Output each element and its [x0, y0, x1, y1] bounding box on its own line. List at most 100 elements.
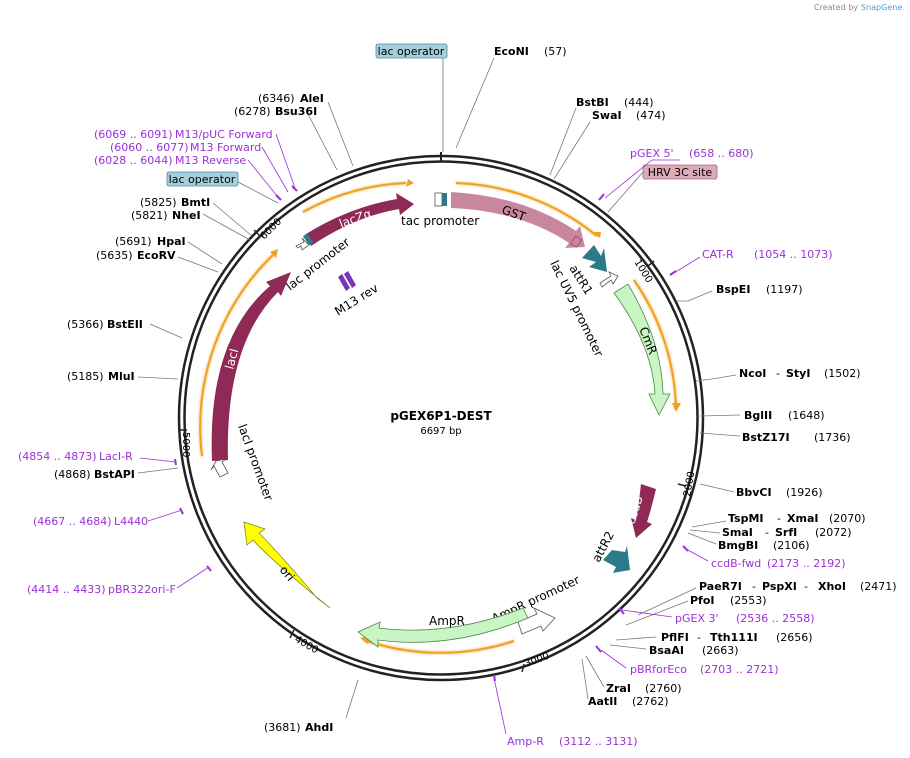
site-bbvci[interactable]: BbvCI (1926): [699, 483, 823, 499]
feature-laci[interactable]: [211, 272, 291, 461]
feature-lac-operator-top[interactable]: [442, 193, 447, 206]
site-bstz17i[interactable]: BstZ17I (1736): [699, 431, 851, 444]
svg-text:(1197): (1197): [766, 283, 803, 296]
primer-l4440[interactable]: (4667 .. 4684) L4440: [33, 507, 184, 528]
box-hrv-site-label: HRV 3C site: [648, 166, 713, 179]
primer-m13-reverse[interactable]: (6028 .. 6044) M13 Reverse: [94, 154, 282, 201]
svg-text:ccdB-fwd: ccdB-fwd: [711, 557, 761, 570]
svg-text:pGEX 5': pGEX 5': [630, 147, 674, 160]
svg-text:EcoRV: EcoRV: [137, 249, 176, 262]
site-alei[interactable]: (6346) AleI: [258, 92, 354, 167]
site-bsaai[interactable]: BsaAI (2663): [609, 644, 739, 657]
svg-text:(6069 .. 6091): (6069 .. 6091): [94, 128, 173, 141]
feature-label-m13-rev: M13 rev: [332, 281, 381, 319]
svg-text:BmgBI: BmgBI: [718, 539, 758, 552]
site-aatii[interactable]: AatII (2762): [581, 658, 669, 708]
site-bspei[interactable]: BspEI (1197): [676, 283, 803, 302]
feature-ori[interactable]: [243, 521, 331, 609]
feature-tac-promoter-arrow[interactable]: [434, 192, 443, 207]
site-bmti[interactable]: (5825) BmtI: [140, 196, 253, 237]
svg-text:Bsu36I: Bsu36I: [275, 105, 317, 118]
tick-6000: [253, 229, 261, 237]
site-hpai[interactable]: (5691) HpaI: [115, 235, 223, 265]
primer-m13-forward[interactable]: (6060 .. 6077) M13 Forward: [110, 141, 289, 193]
svg-text:SmaI: SmaI: [722, 526, 753, 539]
primer-pgex3[interactable]: pGEX 3' (2536 .. 2558): [618, 607, 815, 625]
site-bsu36i[interactable]: (6278) Bsu36I: [234, 105, 338, 171]
box-lac-operator-left[interactable]: [166, 171, 239, 187]
primer-cat-r[interactable]: CAT-R (1054 .. 1073): [669, 248, 833, 276]
feature-m13-rev[interactable]: [338, 271, 356, 291]
svg-text:-: -: [752, 580, 756, 593]
svg-text:(1736): (1736): [814, 431, 851, 444]
site-mlui[interactable]: (5185) MluI: [67, 370, 179, 383]
svg-text:(2471): (2471): [860, 580, 897, 593]
svg-text:-: -: [804, 580, 808, 593]
tick-label-2000: 2000: [682, 471, 697, 498]
svg-text:HpaI: HpaI: [157, 235, 186, 248]
svg-text:M13 Forward: M13 Forward: [190, 141, 261, 154]
feature-ampr-promoter[interactable]: [517, 607, 556, 635]
svg-text:(3112 .. 3131): (3112 .. 3131): [559, 735, 638, 748]
tick-1000: [647, 260, 655, 267]
svg-text:(2760): (2760): [645, 682, 682, 695]
svg-text:(5185): (5185): [67, 370, 104, 383]
svg-text:(3681): (3681): [264, 721, 301, 734]
feature-label-laci: lacI: [222, 347, 241, 371]
feature-lacza[interactable]: [306, 193, 414, 246]
tick-label-6000: 6000: [258, 216, 284, 242]
feature-lac-operator-left[interactable]: [302, 233, 314, 246]
site-bmgbi[interactable]: BmgBI (2106): [687, 532, 810, 552]
feature-attr1[interactable]: [582, 245, 607, 272]
site-econi[interactable]: EcoNI (57): [455, 45, 567, 149]
svg-text:M13 Reverse: M13 Reverse: [175, 154, 246, 167]
primer-ccdb-fwd[interactable]: ccdB-fwd (2173 .. 2192): [682, 545, 846, 570]
svg-text:PspXI: PspXI: [762, 580, 797, 593]
site-smai-srfi[interactable]: SmaI - SrfI (2072): [689, 526, 852, 539]
site-bstapi[interactable]: (4868) BstAPI: [54, 467, 179, 481]
svg-text:(2072): (2072): [815, 526, 852, 539]
svg-text:(2106): (2106): [773, 539, 810, 552]
leader-lac-operator-left: [237, 181, 279, 204]
feature-lac-promoter-arrow[interactable]: [295, 237, 310, 251]
site-bstbi[interactable]: BstBI (444): [549, 96, 654, 176]
primer-pgex5[interactable]: pGEX 5' (658 .. 680): [598, 147, 754, 201]
feature-hrv-site[interactable]: [570, 235, 582, 248]
feature-laci-promoter[interactable]: [210, 458, 229, 478]
svg-text:PfoI: PfoI: [690, 594, 715, 607]
feature-attr2[interactable]: [603, 546, 630, 573]
svg-text:(5825): (5825): [140, 196, 177, 209]
site-nhei[interactable]: (5821) NheI: [131, 209, 251, 241]
svg-text:(6346): (6346): [258, 92, 295, 105]
feature-gst[interactable]: [451, 192, 585, 248]
site-ahdi[interactable]: (3681) AhdI: [264, 679, 359, 734]
svg-text:BstAPI: BstAPI: [94, 468, 135, 481]
feature-ccdb[interactable]: [631, 484, 656, 538]
svg-text:(2173 .. 2192): (2173 .. 2192): [767, 557, 846, 570]
plasmid-name: pGEX6P1-DEST: [390, 409, 492, 423]
site-pflfi-tth111i[interactable]: PflFI - Tth111I (2656): [615, 631, 813, 644]
site-tspmi-xmai[interactable]: TspMI - XmaI (2070): [691, 512, 866, 528]
site-ecorv[interactable]: (5635) EcoRV: [96, 249, 219, 273]
primer-pbrforeco[interactable]: pBRforEco (2703 .. 2721): [595, 645, 779, 676]
primer-laci-r[interactable]: (4854 .. 4873) LacI-R: [18, 450, 177, 466]
primer-m13-puc-forward[interactable]: (6069 .. 6091) M13/pUC Forward: [94, 128, 298, 192]
site-swai[interactable]: SwaI (474): [553, 109, 666, 180]
svg-text:(658 .. 680): (658 .. 680): [689, 147, 754, 160]
feature-cmr[interactable]: [613, 283, 671, 416]
site-paer7i-pspxi-xhoi[interactable]: PaeR7I - PspXI - XhoI (2471): [637, 580, 897, 616]
svg-text:M13/pUC Forward: M13/pUC Forward: [175, 128, 273, 141]
orf-laci-arrowhead: [270, 249, 278, 258]
feature-ampr[interactable]: [357, 607, 529, 648]
svg-text:Tth111I: Tth111I: [710, 631, 758, 644]
site-bsteii[interactable]: (5366) BstEII: [67, 318, 183, 339]
site-ncoi-styi[interactable]: NcoI - StyI (1502): [695, 367, 861, 382]
site-bglii[interactable]: BglII (1648): [699, 409, 825, 422]
site-zrai[interactable]: ZraI (2760): [585, 655, 682, 695]
primer-pbr322ori-f[interactable]: (4414 .. 4433) pBR322ori-F: [27, 565, 212, 596]
box-lac-operator-top[interactable]: [375, 43, 448, 59]
tick-label-3000: 3000: [523, 651, 551, 670]
site-pfoi[interactable]: PfoI (2553): [625, 594, 767, 626]
primer-amp-r[interactable]: Amp-R (3112 .. 3131): [493, 674, 638, 748]
feature-lacuv5-promoter[interactable]: [599, 271, 619, 288]
